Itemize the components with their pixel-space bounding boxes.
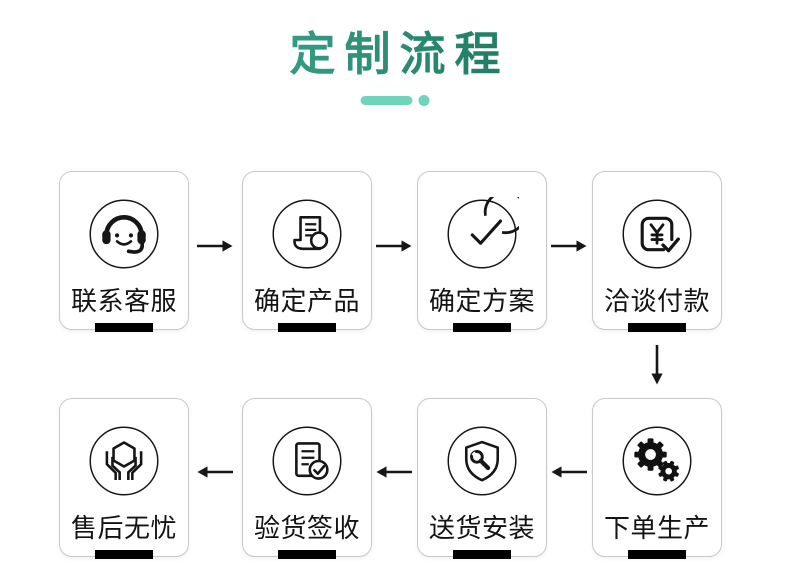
step-card-order-production: 下单生产 <box>592 398 722 559</box>
step-label: 下单生产 <box>603 513 710 543</box>
arrow-down-icon <box>648 343 666 387</box>
arrow-left-icon <box>195 463 235 481</box>
step-label: 确定方案 <box>428 286 535 316</box>
card-bottom-bar <box>628 323 686 332</box>
card-bottom-bar <box>95 323 153 332</box>
title-underline-decoration <box>360 95 430 106</box>
check-circle-icon <box>445 190 528 271</box>
step-card-contact-service: 联系客服 <box>59 171 189 332</box>
card-bottom-bar <box>278 323 336 332</box>
underline-dot <box>418 95 430 106</box>
yuan-payment-check-icon <box>620 197 694 271</box>
step-label: 验货签收 <box>253 513 360 543</box>
arrow-left-icon <box>374 463 414 481</box>
step-card-inspect-sign: 验货签收 <box>242 398 372 559</box>
card-bottom-bar <box>628 550 686 559</box>
hands-hexagon-icon <box>87 424 161 498</box>
underline-bar <box>360 96 413 105</box>
document-magnifier-icon <box>270 197 344 271</box>
shield-wrench-icon <box>445 424 519 498</box>
card-bottom-bar <box>453 550 511 559</box>
step-label: 确定产品 <box>253 286 360 316</box>
step-card-aftersales: 售后无忧 <box>59 398 189 559</box>
page-title: 定制流程 <box>0 18 790 84</box>
step-label: 洽谈付款 <box>603 286 710 316</box>
step-card-confirm-plan: 确定方案 <box>417 171 547 332</box>
card-bottom-bar <box>95 550 153 559</box>
arrow-right-icon <box>374 237 414 255</box>
step-card-negotiate-payment: 洽谈付款 <box>592 171 722 332</box>
card-bottom-bar <box>453 323 511 332</box>
step-label: 联系客服 <box>70 286 177 316</box>
step-card-delivery-install: 送货安装 <box>417 398 547 559</box>
card-bottom-bar <box>278 550 336 559</box>
step-label: 送货安装 <box>428 513 535 543</box>
arrow-right-icon <box>195 237 235 255</box>
document-check-icon <box>270 424 344 498</box>
headset-smile-icon <box>87 197 161 271</box>
arrow-right-icon <box>549 237 589 255</box>
gears-icon <box>620 424 694 498</box>
arrow-left-icon <box>549 463 589 481</box>
step-label: 售后无忧 <box>70 513 177 543</box>
step-card-confirm-product: 确定产品 <box>242 171 372 332</box>
